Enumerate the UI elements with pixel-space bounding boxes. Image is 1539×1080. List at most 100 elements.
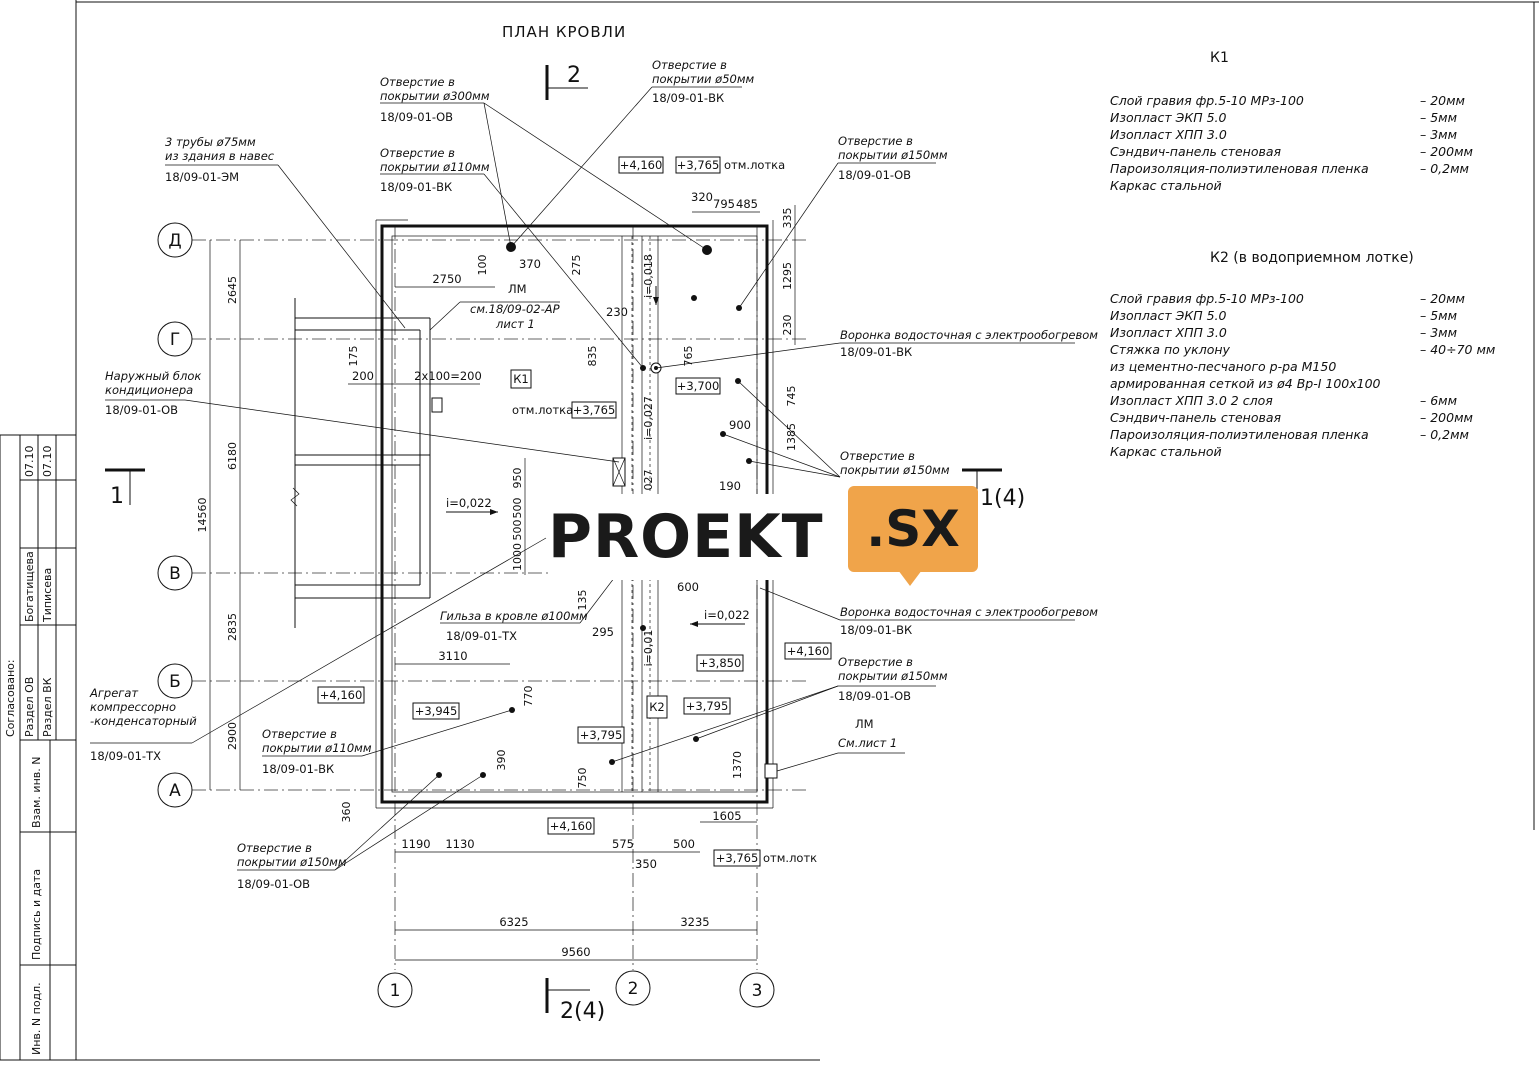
watermark-text: PROEKT — [548, 494, 848, 580]
svg-text:3235: 3235 — [680, 915, 709, 929]
stamp-vzam: Взам. инв. N — [30, 756, 43, 828]
svg-text:Агрегат: Агрегат — [89, 686, 138, 700]
svg-text:1370: 1370 — [731, 751, 744, 779]
svg-text:795: 795 — [713, 197, 735, 211]
svg-text:отм.лотка: отм.лотка — [724, 158, 785, 172]
callout-opening-150-right: Отверстие в покрытии ø150мм 18/09-01-ОВ — [838, 655, 948, 703]
spec-k1: К1 Слой гравия фр.5-10 МРз-100– 20мм Изо… — [1110, 48, 1530, 198]
svg-text:335: 335 — [781, 208, 794, 229]
svg-text:600: 600 — [677, 580, 699, 594]
svg-text:i=0,027: i=0,027 — [642, 396, 655, 440]
svg-text:i=0,018: i=0,018 — [642, 254, 655, 298]
spec-k2-row: Слой гравия фр.5-10 МРз-100– 20мм — [1110, 291, 1465, 306]
spec-k1-row: Сэндвич-панель стеновая– 200мм — [1110, 144, 1473, 159]
svg-text:1130: 1130 — [445, 837, 474, 851]
dim-inner: 2750 100 370 275 320 795 485 335 1295 23… — [347, 190, 798, 789]
svg-text:835: 835 — [586, 346, 599, 367]
svg-text:+4,160: +4,160 — [787, 644, 830, 658]
svg-text:+3,765: +3,765 — [677, 158, 720, 172]
svg-text:100: 100 — [476, 255, 489, 276]
callout-opening-150-top: Отверстие в покрытии ø150мм 18/09-01-ОВ — [838, 134, 948, 182]
svg-text:2: 2 — [628, 979, 639, 999]
svg-text:18/09-01-ВК: 18/09-01-ВК — [840, 623, 912, 637]
spec-k2: К2 (в водоприемном лотке) Слой гравия фр… — [1110, 248, 1530, 468]
svg-text:175: 175 — [347, 346, 360, 367]
spec-k2-row: Стяжка по уклону– 40÷70 мм — [1110, 342, 1496, 357]
spec-k2-row: Изопласт ХПП 3.0– 3мм — [1110, 325, 1458, 340]
ladder-mark-bottom — [764, 763, 778, 779]
stamp-date-2: 07.10 — [41, 445, 54, 478]
svg-text:покрытии ø110мм: покрытии ø110мм — [380, 160, 490, 174]
svg-text:18/09-01-ОВ: 18/09-01-ОВ — [105, 403, 178, 417]
stamp-agreed: Согласовано: — [4, 659, 17, 737]
svg-text:18/09-01-ОВ: 18/09-01-ОВ — [838, 168, 911, 182]
svg-text:3 трубы ø75мм: 3 трубы ø75мм — [165, 135, 256, 149]
svg-text:2: 2 — [567, 63, 581, 88]
svg-text:кондиционера: кондиционера — [105, 383, 193, 397]
svg-text:Отверстие в: Отверстие в — [380, 146, 455, 160]
svg-text:+4,160: +4,160 — [320, 688, 363, 702]
elevation-tag: +4,160 — [317, 686, 365, 704]
callout-sleeve-100: Гильза в кровле ø100мм 18/09-01-ТХ — [440, 609, 588, 643]
callout-pipes-75: 3 трубы ø75мм из здания в навес 18/09-01… — [165, 135, 275, 184]
svg-text:770: 770 — [522, 686, 535, 707]
svg-text:Отверстие в: Отверстие в — [840, 449, 915, 463]
svg-text:компрессорно: компрессорно — [90, 700, 176, 714]
callout-lm-bottom: ЛМ См.лист 1 — [838, 717, 897, 750]
svg-text:765: 765 — [682, 346, 695, 367]
svg-text:320: 320 — [691, 190, 713, 204]
svg-text:18/09-01-ТХ: 18/09-01-ТХ — [446, 629, 517, 643]
elevation-tag: отм.лотка+3,765 — [512, 401, 617, 419]
stamp-grid — [0, 434, 77, 1061]
axis-bubble-g: Г — [157, 321, 193, 357]
svg-text:275: 275 — [570, 255, 583, 276]
spec-k2-row: Изопласт ЭКП 5.0– 5мм — [1110, 308, 1458, 323]
svg-text:230: 230 — [781, 315, 794, 336]
section-mark-left: 1 — [105, 468, 145, 509]
svg-text:+3,945: +3,945 — [415, 704, 458, 718]
svg-text:2645: 2645 — [226, 276, 239, 304]
svg-text:Воронка водосточная с электроо: Воронка водосточная с электрообогревом — [840, 605, 1098, 619]
elevation-tag: +3,795 — [683, 697, 731, 715]
svg-text:6180: 6180 — [226, 442, 239, 470]
svg-text:1190: 1190 — [401, 837, 430, 851]
axis-bubble-b: Б — [157, 663, 193, 699]
axis-bubble-2: 2 — [615, 970, 651, 1006]
svg-text:А: А — [169, 781, 181, 801]
svg-text:1295: 1295 — [781, 262, 794, 290]
mark-k2: К2 — [646, 695, 668, 719]
svg-text:2900: 2900 — [226, 722, 239, 750]
svg-text:лист 1: лист 1 — [495, 317, 535, 331]
svg-text:500: 500 — [673, 837, 695, 851]
spec-k2-row: из цементно-песчаного р-ра М150 — [1110, 359, 1337, 374]
spec-k1-row: Изопласт ЭКП 5.0– 5мм — [1110, 110, 1458, 125]
svg-text:отм.лотка: отм.лотка — [512, 403, 573, 417]
callout-opening-110-top: Отверстие в покрытии ø110мм 18/09-01-ВК — [380, 146, 490, 194]
svg-text:покрытии ø150мм: покрытии ø150мм — [840, 463, 950, 477]
stamp-name-2: Типисева — [41, 567, 54, 622]
spec-k2-row: Сэндвич-панель стеновая– 200мм — [1110, 410, 1473, 425]
svg-text:+4,160: +4,160 — [550, 819, 593, 833]
svg-text:Воронка водосточная с электроо: Воронка водосточная с электрообогревом — [840, 328, 1098, 342]
svg-text:370: 370 — [519, 257, 541, 271]
svg-text:i=0,022: i=0,022 — [446, 496, 492, 510]
svg-text:2750: 2750 — [432, 272, 461, 286]
svg-text:покрытии ø50мм: покрытии ø50мм — [652, 72, 755, 86]
svg-text:390: 390 — [495, 750, 508, 771]
leader-lines — [90, 86, 1075, 871]
spec-k2-row: Изопласт ХПП 3.0 2 слоя– 6мм — [1110, 393, 1458, 408]
svg-text:покрытии ø300мм: покрытии ø300мм — [380, 89, 490, 103]
svg-text:1385: 1385 — [785, 423, 798, 451]
svg-text:i=0,01: i=0,01 — [642, 630, 655, 667]
stamp-name-1: Богатищева — [23, 551, 36, 622]
svg-text:500: 500 — [511, 498, 524, 519]
plan-title: ПЛАН КРОВЛИ — [502, 23, 626, 41]
svg-text:3: 3 — [752, 981, 763, 1001]
svg-text:135: 135 — [576, 590, 589, 611]
stamp-podpis: Подпись и дата — [30, 868, 43, 960]
svg-text:575: 575 — [612, 837, 634, 851]
svg-text:см.18/09-02-АР: см.18/09-02-АР — [470, 302, 560, 316]
dim-chain-left: 14560 2645 6180 2835 2900 — [196, 240, 241, 790]
spec-k1-row: Каркас стальной — [1110, 178, 1222, 193]
svg-text:Отверстие в: Отверстие в — [237, 841, 312, 855]
